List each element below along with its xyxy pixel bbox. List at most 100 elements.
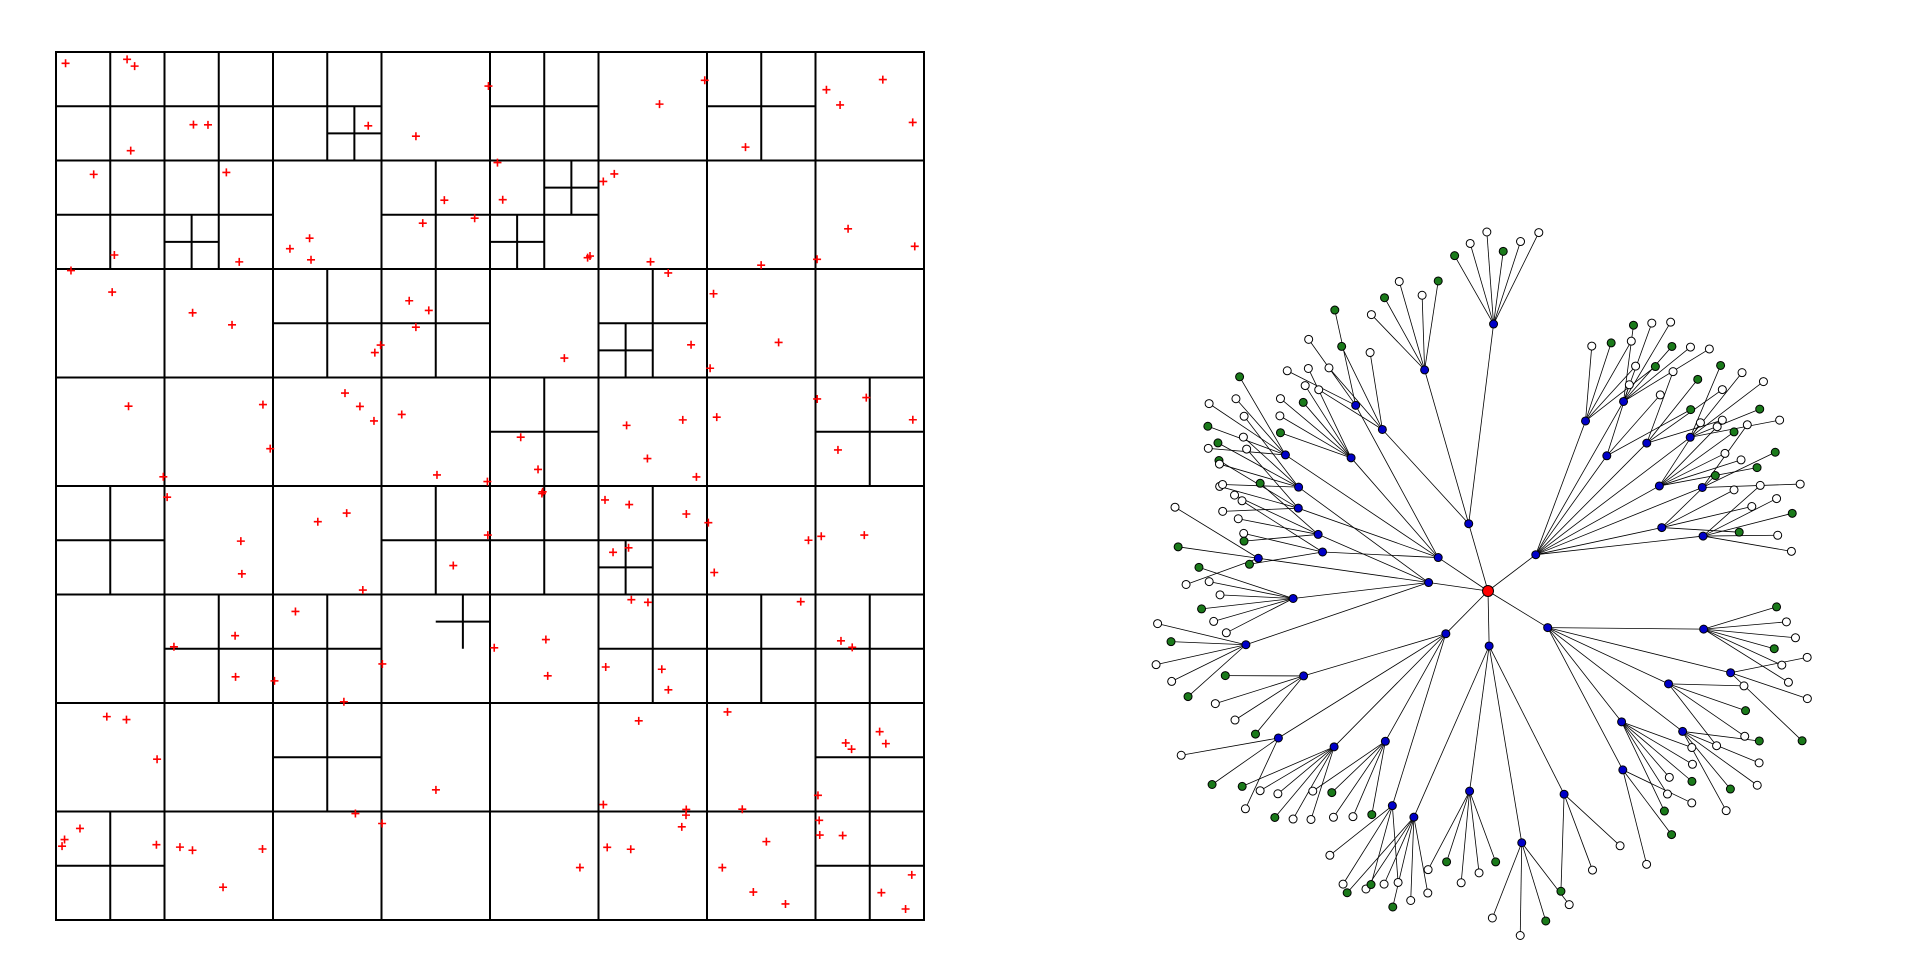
tree-edge: [1491, 842, 1523, 919]
leaf-node: [1324, 363, 1334, 373]
point-marker: [603, 843, 612, 852]
point-marker: [626, 845, 635, 854]
tree-edge: [1621, 721, 1693, 782]
tree-edge: [1487, 590, 1490, 646]
leaf-node: [1729, 485, 1739, 495]
leaf-node: [1244, 559, 1254, 569]
leaf-node: [1564, 900, 1574, 910]
leaf-node: [1720, 448, 1730, 458]
point-marker: [738, 805, 747, 814]
point-marker: [700, 76, 709, 85]
tree-edge: [1682, 731, 1731, 790]
internal-node: [1484, 641, 1494, 651]
leaf-node: [1747, 501, 1757, 511]
tree-edge: [1235, 398, 1286, 456]
tree-edge: [1243, 416, 1299, 488]
tree-edge: [1293, 582, 1429, 599]
leaf-node: [1151, 660, 1161, 670]
internal-node: [1441, 629, 1451, 639]
tree-edge: [1174, 506, 1259, 559]
leaf-node: [1423, 865, 1433, 875]
tree-edge: [1621, 721, 1665, 812]
point-marker: [490, 643, 499, 652]
leaf-node: [1588, 865, 1598, 875]
internal-node: [1726, 668, 1736, 678]
point-marker: [130, 62, 139, 71]
point-marker: [305, 234, 314, 243]
leaf-node: [1556, 886, 1566, 896]
leaf-node: [1628, 320, 1638, 330]
point-marker: [483, 477, 492, 486]
leaf-node: [1647, 318, 1657, 328]
tree-edge: [1469, 791, 1480, 873]
point-marker: [358, 586, 367, 595]
leaf-node: [1348, 812, 1358, 822]
leaf-node: [1250, 729, 1260, 739]
internal-node: [1253, 553, 1263, 563]
leaf-node: [1338, 879, 1348, 889]
point-marker: [841, 738, 850, 747]
tree-edge: [1211, 737, 1279, 785]
point-marker: [169, 642, 178, 651]
point-marker: [741, 143, 750, 152]
tree-edge: [1547, 627, 1624, 771]
tree-edge: [1446, 791, 1470, 862]
point-marker: [342, 509, 351, 518]
leaf-node: [1721, 806, 1731, 816]
tree-edge: [1702, 512, 1793, 537]
internal-node: [1387, 801, 1397, 811]
leaf-node: [1183, 692, 1193, 702]
tree-edge: [1668, 683, 1745, 737]
tree-edge: [1563, 793, 1621, 847]
point-marker: [643, 598, 652, 607]
internal-node: [1678, 726, 1688, 736]
leaf-node: [1235, 372, 1245, 382]
tree-edge: [1198, 566, 1294, 599]
internal-node: [1409, 812, 1419, 822]
point-marker: [833, 445, 842, 454]
leaf-node: [1282, 366, 1292, 376]
tree-edge: [1661, 506, 1752, 528]
point-marker: [270, 676, 279, 685]
point-marker: [712, 413, 721, 422]
tree-edge: [1217, 442, 1299, 488]
tree-edge: [1547, 627, 1683, 732]
internal-node: [1299, 671, 1309, 681]
tree-edge: [1201, 598, 1294, 610]
point-marker: [586, 252, 595, 261]
internal-node: [1465, 786, 1475, 796]
internal-node: [1618, 765, 1628, 775]
tree-edge: [1535, 527, 1662, 556]
leaf-node: [1482, 227, 1492, 237]
point-marker: [836, 100, 845, 109]
tree-edge: [1365, 816, 1415, 890]
tree-edge: [1334, 309, 1357, 406]
leaf-node: [1666, 317, 1676, 327]
tree-edge: [1157, 623, 1246, 646]
point-marker: [757, 261, 766, 270]
point-marker: [376, 341, 385, 350]
point-marker: [781, 899, 790, 908]
leaf-node: [1300, 381, 1310, 391]
tree-edge: [1171, 641, 1246, 646]
tree-edge: [1622, 769, 1692, 804]
tree-edge: [1328, 367, 1383, 430]
tree-edge: [1703, 606, 1777, 630]
leaf-node: [1754, 736, 1764, 746]
tree-edge: [1547, 627, 1704, 630]
tree-edge: [1329, 805, 1393, 856]
leaf-node: [1203, 421, 1213, 431]
internal-node: [1617, 717, 1627, 727]
tree-edge: [1427, 790, 1470, 870]
tree-edge: [1493, 251, 1504, 325]
tree-edge: [1493, 241, 1521, 325]
leaf-node: [1729, 427, 1739, 437]
tree-edge: [1659, 426, 1718, 487]
leaf-node: [1770, 447, 1780, 457]
leaf-node: [1687, 798, 1697, 808]
point-marker: [723, 707, 732, 716]
tree-edge: [1469, 645, 1490, 792]
point-marker: [163, 493, 172, 502]
point-marker: [813, 255, 822, 264]
leaf-node: [1498, 246, 1508, 256]
